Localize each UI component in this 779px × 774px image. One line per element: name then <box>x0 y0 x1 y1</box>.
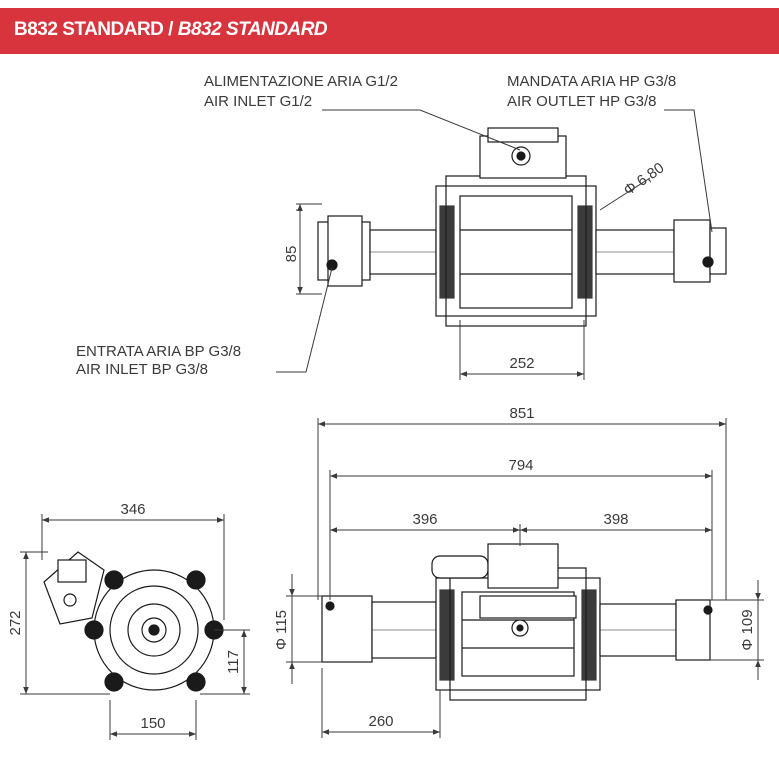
top-view-leaders <box>276 109 713 373</box>
callout-air-outlet-it: MANDATA ARIA HP G3/8 <box>507 73 676 90</box>
top-view-dimensions <box>296 203 585 380</box>
air-outlet-port <box>702 256 714 268</box>
top-view <box>317 127 727 327</box>
dim-top-width: 252 <box>509 355 534 372</box>
title-separator: / <box>163 19 178 40</box>
front-view-dimensions <box>286 418 764 738</box>
header-banner: B832 STANDARD / B832 STANDARD <box>0 8 779 54</box>
callout-air-supply-en: AIR INLET G1/2 <box>204 93 312 110</box>
dim-center-height: 117 <box>225 650 242 674</box>
front-view <box>321 543 713 701</box>
side-view <box>43 551 224 692</box>
dim-left-half: 396 <box>412 511 437 528</box>
page-title: B832 STANDARD / B832 STANDARD <box>14 19 328 41</box>
callout-air-supply-it: ALIMENTAZIONE ARIA G1/2 <box>204 73 398 90</box>
dim-center-offset: 150 <box>140 715 165 732</box>
dim-side-height: 272 <box>7 610 24 635</box>
dim-side-width: 346 <box>120 501 145 518</box>
dim-overall-length: 851 <box>509 405 534 422</box>
dim-right-half: 398 <box>603 511 628 528</box>
dim-left-offset: 260 <box>368 713 393 730</box>
title-italic: B832 STANDARD <box>177 19 328 40</box>
dim-top-height: 85 <box>283 246 300 263</box>
dim-hole-diameter: Φ 6,80 <box>621 159 668 199</box>
title-regular: B832 STANDARD <box>14 19 164 40</box>
callout-air-inlet-bp-en: AIR INLET BP G3/8 <box>76 361 208 378</box>
dim-mount-length: 794 <box>508 457 533 474</box>
callout-air-outlet-en: AIR OUTLET HP G3/8 <box>507 93 657 110</box>
top-left-cylinder-cap <box>327 215 363 287</box>
dim-left-diameter: Φ 115 <box>273 610 290 650</box>
callout-air-inlet-bp-it: ENTRATA ARIA BP G3/8 <box>76 343 241 360</box>
front-top-cylinder <box>431 555 489 579</box>
front-manifold <box>487 543 559 589</box>
side-view-dimensions <box>20 514 250 740</box>
front-left-cylinder-head <box>321 595 373 663</box>
top-right-cylinder <box>673 219 711 283</box>
dim-right-diameter: Φ 109 <box>739 609 756 650</box>
